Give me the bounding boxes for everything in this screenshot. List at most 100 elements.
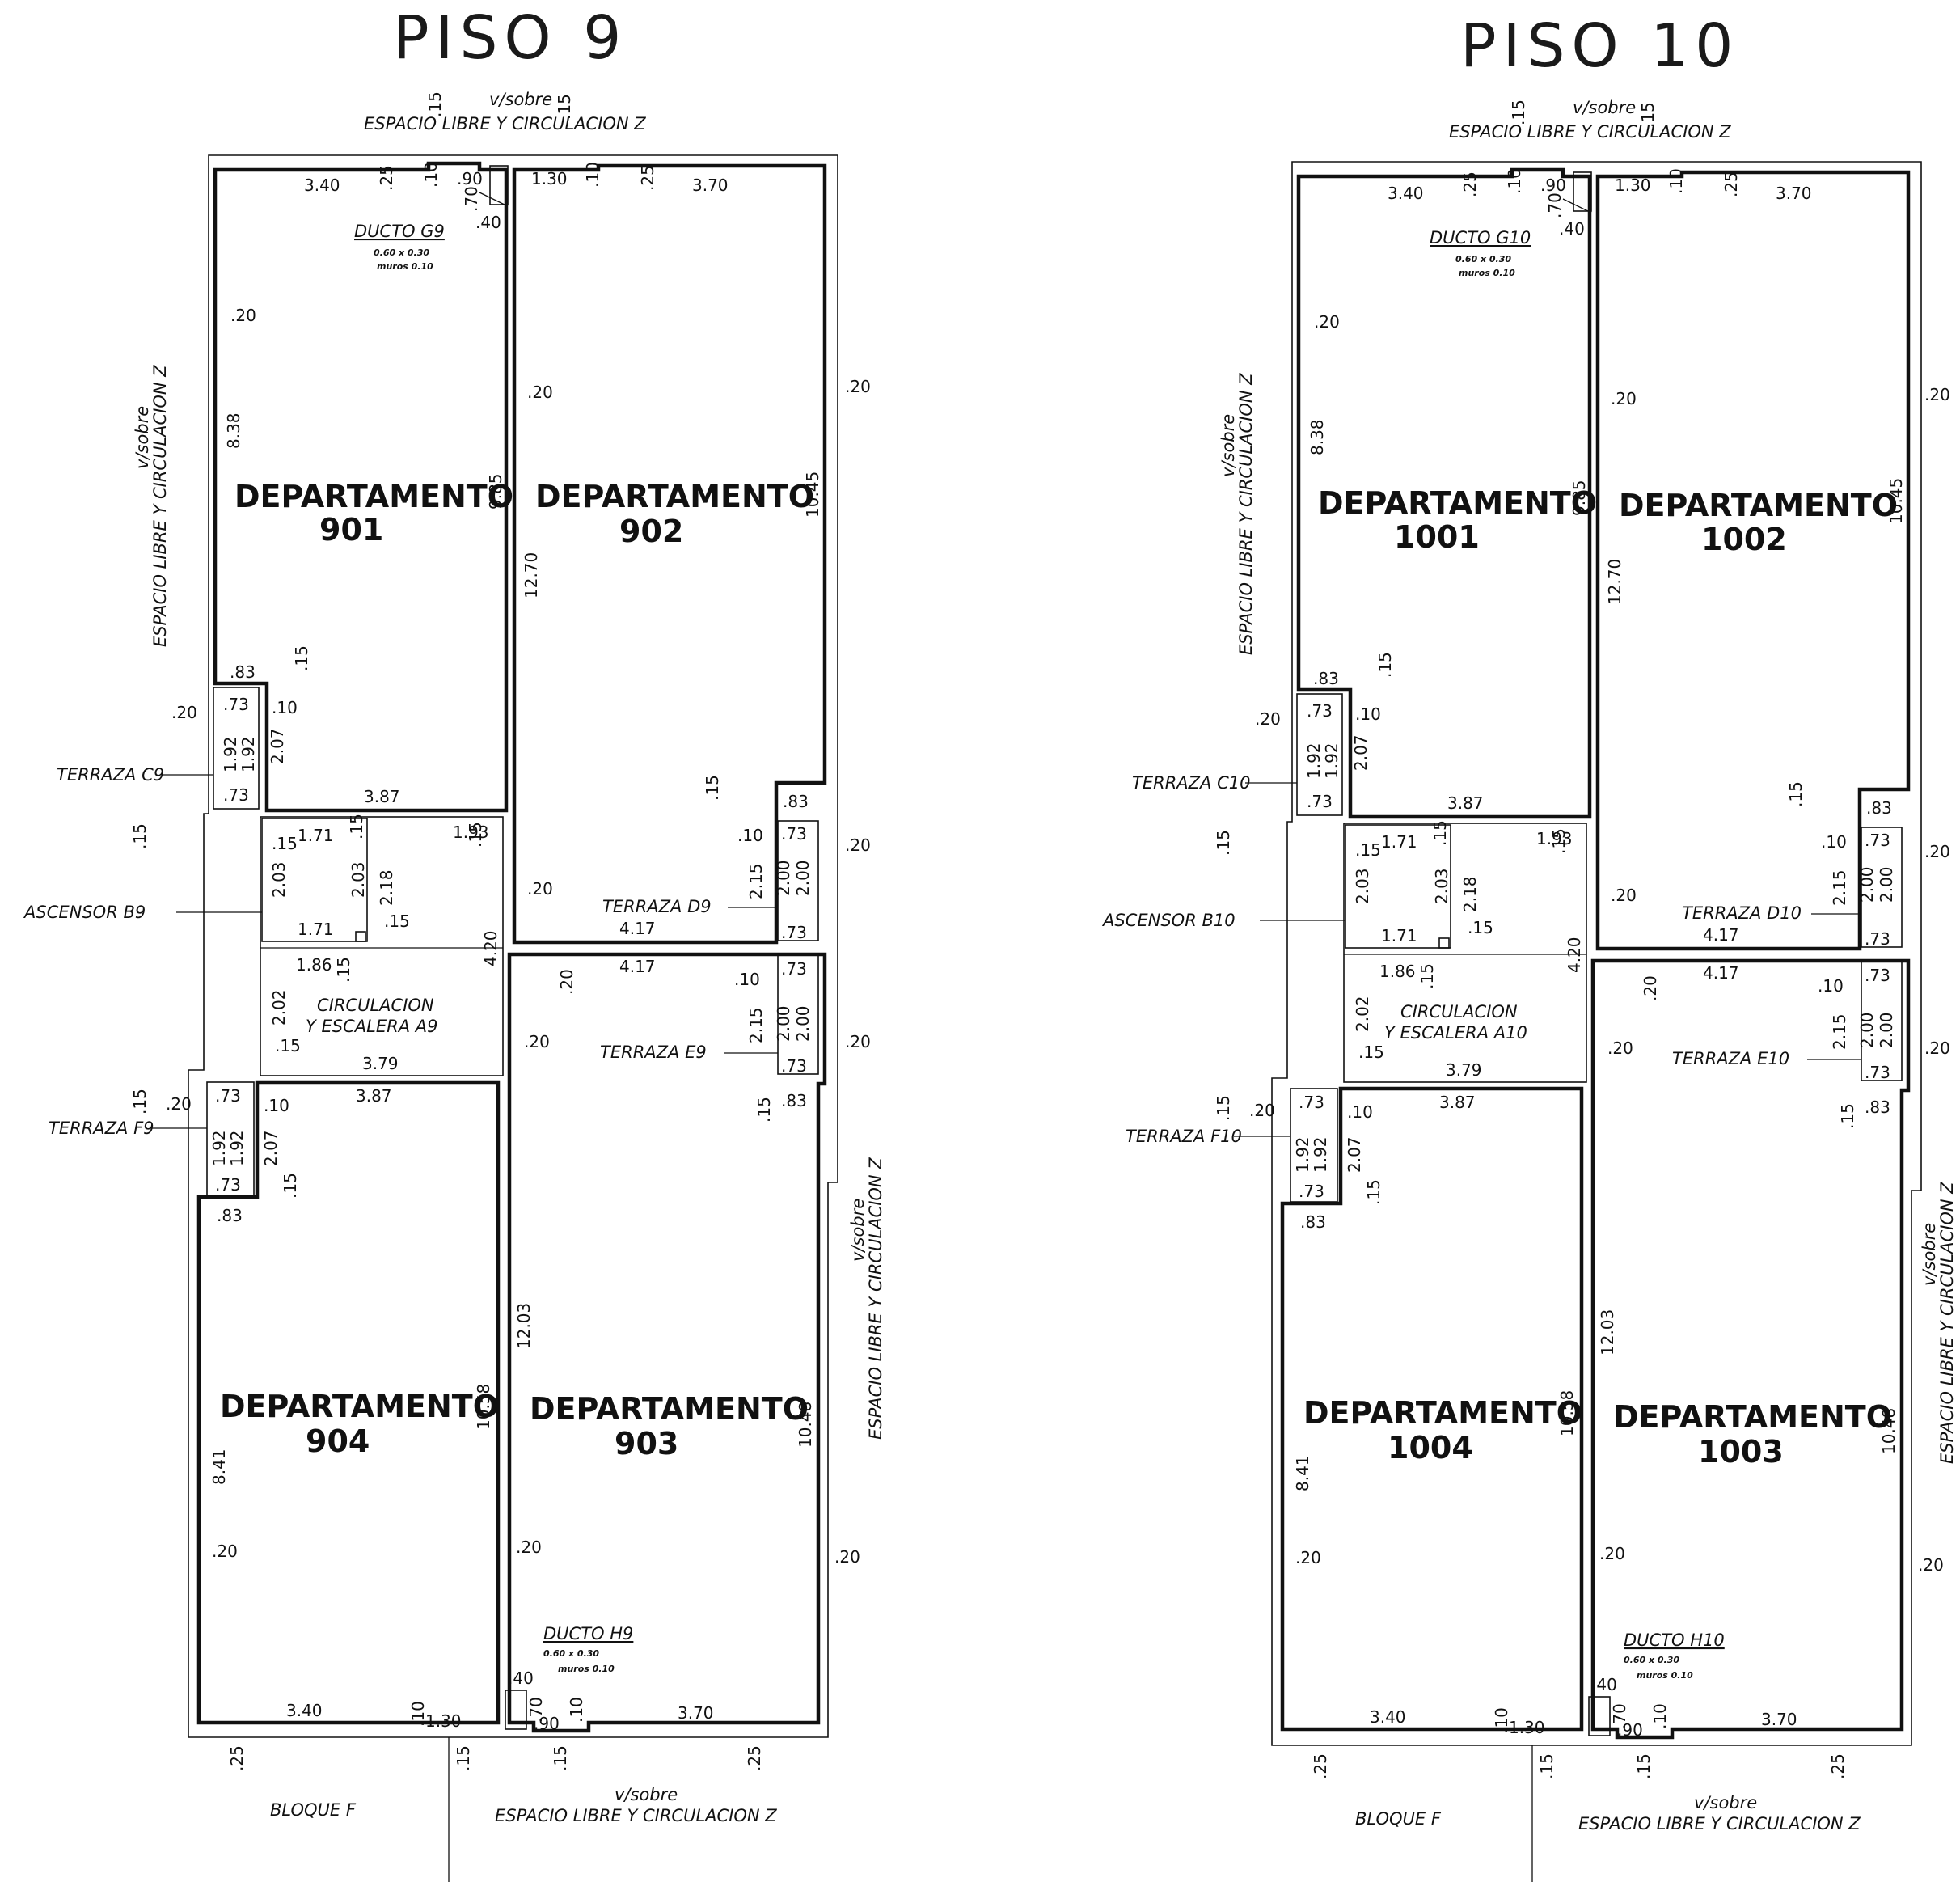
dept-902-name: DEPARTAMENTO <box>535 479 814 514</box>
dimension-label: .20 <box>1924 842 1950 861</box>
dimension-label: .20 <box>1255 709 1281 729</box>
dimension-label: 10.58 <box>1557 1390 1577 1436</box>
terraza-d-label: TERRAZA D10 <box>1682 903 1802 923</box>
dimension-label: .90 <box>534 1714 560 1733</box>
dimension-label: .15 <box>1214 830 1233 856</box>
dimension-label: .20 <box>171 703 197 722</box>
dimension-label: .20 <box>1607 1038 1633 1058</box>
dimension-label: 2.00 <box>1877 1012 1896 1048</box>
dimension-label: .15 <box>551 1745 570 1771</box>
dimension-label: 1.92 <box>221 736 240 772</box>
dimension-label: .15 <box>384 911 410 931</box>
dimension-label: 1.71 <box>1381 832 1417 852</box>
dimension-label: .20 <box>516 1537 542 1557</box>
dimension-label: .73 <box>1307 701 1333 721</box>
top-label-v: v/sobre <box>1573 98 1636 117</box>
dimension-label: .73 <box>1299 1093 1324 1112</box>
dimension-label: .20 <box>1924 385 1950 404</box>
dimension-label: .83 <box>1866 798 1892 818</box>
ducto-g-box <box>489 165 509 205</box>
dept-901-walls <box>213 161 509 813</box>
dimension-label: 2.00 <box>774 860 793 896</box>
floor-title: PISO 10 <box>1460 11 1739 81</box>
dimension-label: .15 <box>130 1089 150 1114</box>
dimension-label: .10 <box>1347 1102 1373 1122</box>
dimension-label: .20 <box>1599 1544 1625 1563</box>
dimension-label: .20 <box>1641 975 1660 1001</box>
dimension-label: 3.79 <box>362 1054 399 1073</box>
dimension-label: .70 <box>526 1697 546 1723</box>
dimension-label: .15 <box>754 1097 774 1123</box>
outer-boundary <box>188 154 838 1738</box>
dimension-label: .73 <box>781 824 807 844</box>
dimension-label: .15 <box>703 775 722 801</box>
dept-903-name: DEPARTAMENTO <box>530 1391 809 1427</box>
ducto-h-walls: muros 0.10 <box>558 1664 615 1674</box>
ducto-h-size: 0.60 x 0.30 <box>1624 1655 1679 1665</box>
dimension-label: 4.17 <box>1703 963 1739 983</box>
ducto-g-box <box>1573 171 1592 212</box>
dimension-label: .10 <box>408 1701 428 1727</box>
dimension-label: .73 <box>223 785 249 805</box>
dept-1003-number: 1003 <box>1698 1434 1784 1470</box>
dimension-label: 2.03 <box>1353 868 1372 904</box>
dimension-label: .15 <box>1355 840 1381 860</box>
dimension-label: .15 <box>1364 1179 1383 1205</box>
dimension-label: .15 <box>1634 1753 1654 1779</box>
dimension-label: .73 <box>223 695 249 714</box>
dimension-label: .20 <box>557 969 577 995</box>
terraza-d-box <box>1861 827 1903 948</box>
dimension-label: 3.40 <box>1370 1707 1406 1727</box>
dimension-label: 3.40 <box>1388 184 1424 203</box>
core-block <box>260 816 504 1076</box>
dimension-label: 12.70 <box>522 552 541 598</box>
dimension-label: .25 <box>1460 171 1480 197</box>
dimension-label: .73 <box>781 959 807 979</box>
dimension-labels-vertical: 8.38 9.85 10.45 12.70 .25 .25 .10 .10 .7… <box>1214 99 1906 1779</box>
dimension-label: .15 <box>292 645 311 671</box>
dimension-label: .15 <box>1549 828 1569 854</box>
right-label: ESPACIO LIBRE Y CIRCULACION Z <box>1937 1182 1957 1464</box>
dimension-label: .83 <box>1865 1097 1890 1117</box>
dimension-label: 10.48 <box>796 1402 815 1448</box>
dimension-label: 2.00 <box>793 1005 813 1042</box>
dimension-label: 3.87 <box>1447 793 1484 813</box>
dimension-label: 3.79 <box>1446 1060 1482 1080</box>
dept-1004-walls <box>1280 1086 1584 1732</box>
dimension-label: 9.85 <box>486 473 505 510</box>
dimension-label: .73 <box>1307 792 1333 811</box>
dimension-label: .20 <box>845 1032 871 1051</box>
dimension-label: 8.38 <box>224 412 243 449</box>
dept-902-number: 902 <box>619 514 683 549</box>
terraza-c-box <box>1296 693 1343 816</box>
dimension-label: .20 <box>524 1032 550 1051</box>
bottom-label-v: v/sobre <box>1694 1793 1757 1812</box>
dimension-label: .15 <box>466 822 485 848</box>
dimension-label: .15 <box>1509 99 1528 125</box>
ascensor-box <box>1345 824 1451 949</box>
ducto-h-walls: muros 0.10 <box>1637 1670 1693 1681</box>
dimension-label: .83 <box>230 662 256 682</box>
dimension-label: .20 <box>1611 886 1637 905</box>
terraza-d-label: TERRAZA D9 <box>602 897 712 916</box>
dimension-label: .15 <box>555 94 574 120</box>
dimension-label: 3.87 <box>356 1086 392 1106</box>
dimension-label: .25 <box>377 165 396 191</box>
dimension-label: .73 <box>215 1086 241 1106</box>
dimension-label: 8.41 <box>209 1449 229 1485</box>
dimension-labels: 3.40 1.30 3.70 .90 .40 .20 .20 .20 .20 .… <box>166 169 871 1733</box>
dimension-label: 1.71 <box>1381 926 1417 945</box>
terraza-e-label: TERRAZA E9 <box>600 1043 707 1062</box>
terraza-c-label: TERRAZA C10 <box>1132 773 1250 793</box>
dimension-label: 1.71 <box>298 826 334 845</box>
block-label: BLOQUE F <box>270 1800 357 1820</box>
dimension-label: 10.45 <box>1886 478 1906 524</box>
left-label-v: v/sobre <box>1219 414 1238 477</box>
dimension-label: .20 <box>1249 1101 1275 1120</box>
dimension-label: 1.30 <box>531 169 568 188</box>
left-label-group: ESPACIO LIBRE Y CIRCULACION Z v/sobre <box>1219 373 1256 655</box>
dimension-label: .70 <box>1610 1703 1629 1729</box>
dimension-label: .10 <box>1505 168 1524 194</box>
dimension-label: 2.15 <box>746 863 766 899</box>
